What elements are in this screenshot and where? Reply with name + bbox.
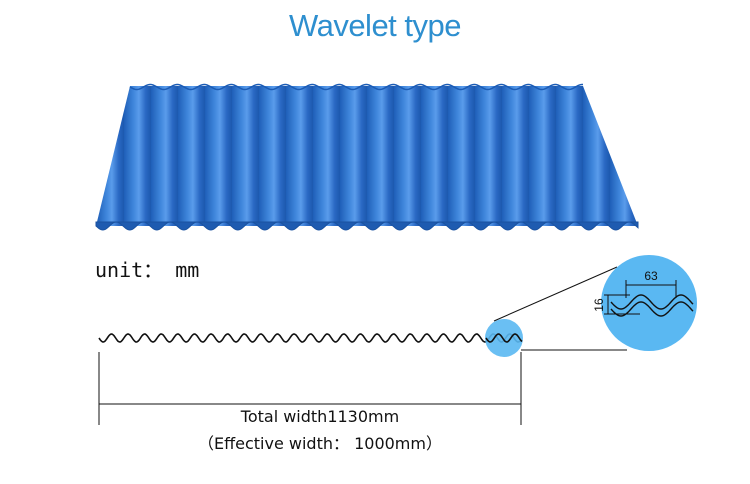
zoom-wave-inner [610, 301, 694, 317]
highlight-wave [485, 333, 523, 343]
pitch-label: 63 [644, 269, 658, 283]
unit-label: unit： mm [95, 258, 200, 282]
effective-width-label: （Effective width： 1000mm） [198, 434, 442, 453]
sheet-bottom-edge [95, 221, 639, 231]
roofing-sheet-image [95, 83, 639, 231]
total-width-label: Total width1130mm [240, 407, 400, 426]
zoom-wave-outer [610, 294, 694, 310]
page-title: Wavelet type [288, 8, 462, 43]
highlight-circle [485, 319, 523, 357]
height-label: 16 [592, 298, 606, 312]
wave-profile-line [98, 333, 522, 343]
zoom-circle [601, 255, 697, 351]
zoom-connector-top [493, 266, 618, 322]
zoom-detail: 63 16 [592, 255, 697, 351]
sheet-top-edge [129, 83, 583, 91]
